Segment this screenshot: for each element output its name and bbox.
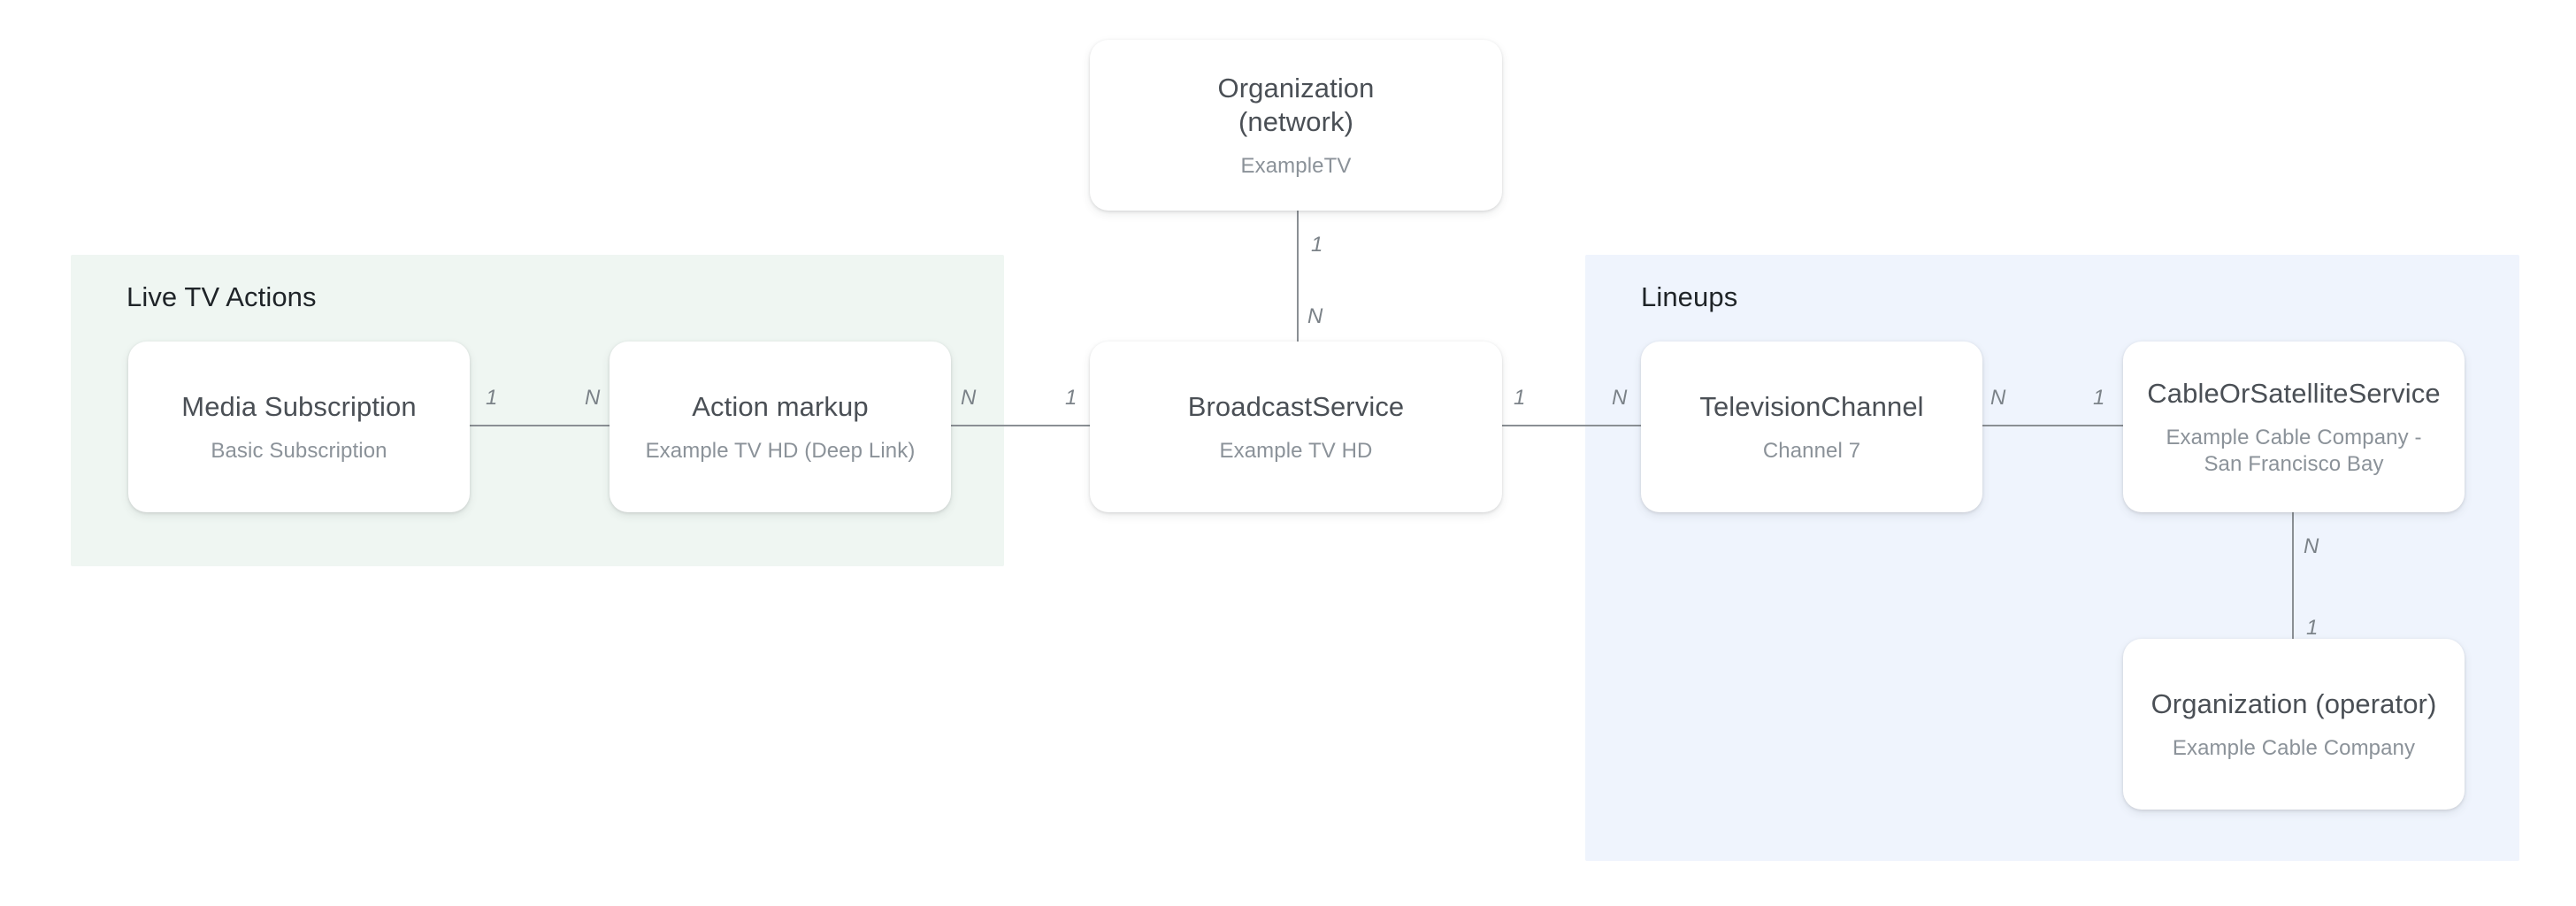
edge-source-cardinality-television-channel-to-cable-or-satellite-service: N bbox=[1990, 386, 2006, 410]
node-subtitle-media-subscription: Basic Subscription bbox=[211, 438, 387, 463]
edge-line-organization-network-to-broadcast-service bbox=[1297, 211, 1299, 342]
node-subtitle-broadcast-service: Example TV HD bbox=[1219, 438, 1373, 463]
edge-line-media-subscription-to-action-markup bbox=[470, 425, 610, 426]
node-title-broadcast-service: BroadcastService bbox=[1187, 390, 1405, 422]
edge-line-cable-or-satellite-service-to-organization-operator bbox=[2292, 512, 2294, 639]
node-subtitle-organization-network: ExampleTV bbox=[1240, 153, 1352, 178]
edge-source-cardinality-cable-or-satellite-service-to-organization-operator: N bbox=[2304, 534, 2319, 558]
edge-source-cardinality-organization-network-to-broadcast-service: 1 bbox=[1311, 233, 1323, 257]
node-title-organization-operator: Organization (operator) bbox=[2150, 687, 2437, 719]
edge-target-cardinality-broadcast-service-to-television-channel: N bbox=[1612, 386, 1628, 410]
edge-line-broadcast-service-to-television-channel bbox=[1502, 425, 1641, 426]
edge-source-cardinality-action-markup-to-broadcast-service: N bbox=[961, 386, 977, 410]
edge-line-television-channel-to-cable-or-satellite-service bbox=[1982, 425, 2123, 426]
node-title-television-channel: TelevisionChannel bbox=[1699, 390, 1924, 422]
edge-target-cardinality-action-markup-to-broadcast-service: 1 bbox=[1065, 386, 1077, 410]
node-title-organization-network: Organization (network) bbox=[1217, 72, 1375, 137]
edge-target-cardinality-media-subscription-to-action-markup: N bbox=[585, 386, 601, 410]
node-title-action-markup: Action markup bbox=[692, 390, 869, 422]
edge-target-cardinality-cable-or-satellite-service-to-organization-operator: 1 bbox=[2306, 616, 2319, 640]
node-subtitle-organization-operator: Example Cable Company bbox=[2172, 735, 2416, 760]
group-title-lineups: Lineups bbox=[1641, 281, 1738, 312]
node-organization-operator[interactable]: Organization (operator) Example Cable Com… bbox=[2123, 639, 2465, 810]
edge-source-cardinality-media-subscription-to-action-markup: 1 bbox=[486, 386, 498, 410]
node-organization-network[interactable]: Organization (network) ExampleTV bbox=[1090, 40, 1502, 211]
edge-line-action-markup-to-broadcast-service bbox=[951, 425, 1090, 426]
node-subtitle-action-markup: Example TV HD (Deep Link) bbox=[645, 438, 916, 463]
edge-source-cardinality-broadcast-service-to-television-channel: 1 bbox=[1514, 386, 1526, 410]
edge-target-cardinality-organization-network-to-broadcast-service: N bbox=[1307, 304, 1323, 328]
node-title-cable-or-satellite-service: CableOrSatelliteService bbox=[2147, 377, 2441, 409]
edge-target-cardinality-television-channel-to-cable-or-satellite-service: 1 bbox=[2093, 386, 2105, 410]
node-subtitle-television-channel: Channel 7 bbox=[1762, 438, 1861, 463]
node-subtitle-cable-or-satellite-service: Example Cable Company - San Francisco Ba… bbox=[2166, 425, 2422, 476]
group-title-live-tv-actions: Live TV Actions bbox=[126, 281, 317, 312]
node-title-media-subscription: Media Subscription bbox=[181, 390, 417, 422]
